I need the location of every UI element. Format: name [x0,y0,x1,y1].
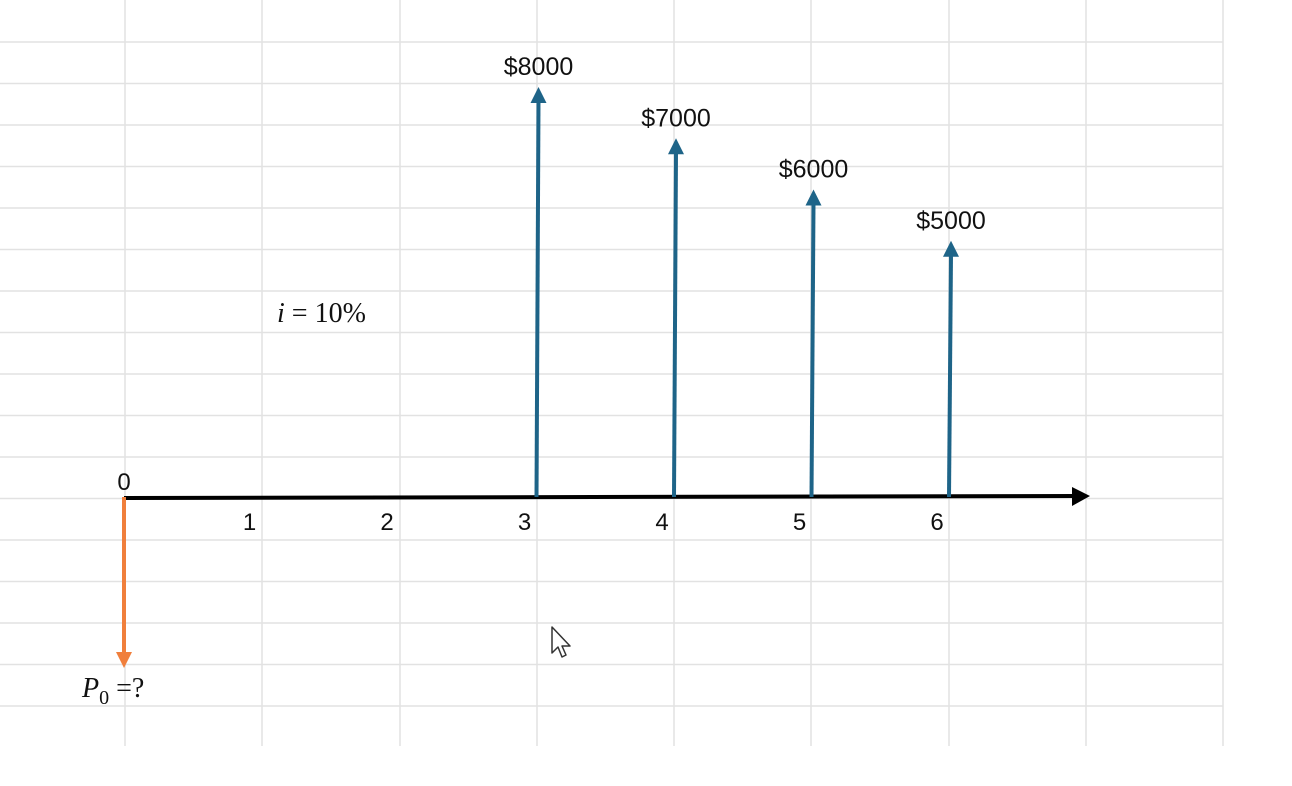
cash-inflow-arrow [809,203,816,498]
cash-flow-amount-label: $8000 [504,53,574,81]
interest-rate-value: = 10% [285,298,366,329]
present-value-subscript: 0 [99,687,109,709]
cash-inflow-arrow [672,152,678,498]
mouse-cursor-icon [551,626,571,658]
cash-inflow-arrowhead [943,240,959,257]
origin-label: 0 [117,469,130,496]
cash-outflow-arrowhead [116,652,132,668]
cash-inflow-arrowhead [530,87,547,103]
time-axis [123,487,1090,506]
interest-rate-label: i = 10% [277,298,366,329]
interest-rate-variable: i [277,298,285,329]
period-tick-label: 2 [380,509,393,536]
present-value-rest: =? [109,673,144,704]
cash-inflow-arrowhead [668,138,684,155]
present-value-variable: P [81,673,99,704]
period-tick-label: 5 [793,509,806,536]
period-tick-label: 1 [243,509,256,536]
spreadsheet-grid [0,0,1224,746]
cash-flow-arrows: $8000 $7000 $6000 $5000 [116,53,986,668]
time-axis-line [123,494,1075,500]
present-value-label: P0 =? [81,673,144,709]
cash-flow-amount-label: $5000 [916,207,986,235]
period-tick-label: 6 [930,509,943,536]
cash-flow-amount-label: $6000 [779,156,849,184]
cash-inflow-arrow [534,100,541,498]
period-tick-label: 3 [518,509,531,536]
period-tick-labels: 1 2 3 4 5 6 [243,509,944,536]
cash-flow-amount-label: $7000 [641,104,711,132]
cash-inflow-arrow [947,254,953,498]
period-tick-label: 4 [655,509,668,536]
cash-inflow-arrowhead [805,189,822,206]
time-axis-arrowhead [1072,487,1090,506]
